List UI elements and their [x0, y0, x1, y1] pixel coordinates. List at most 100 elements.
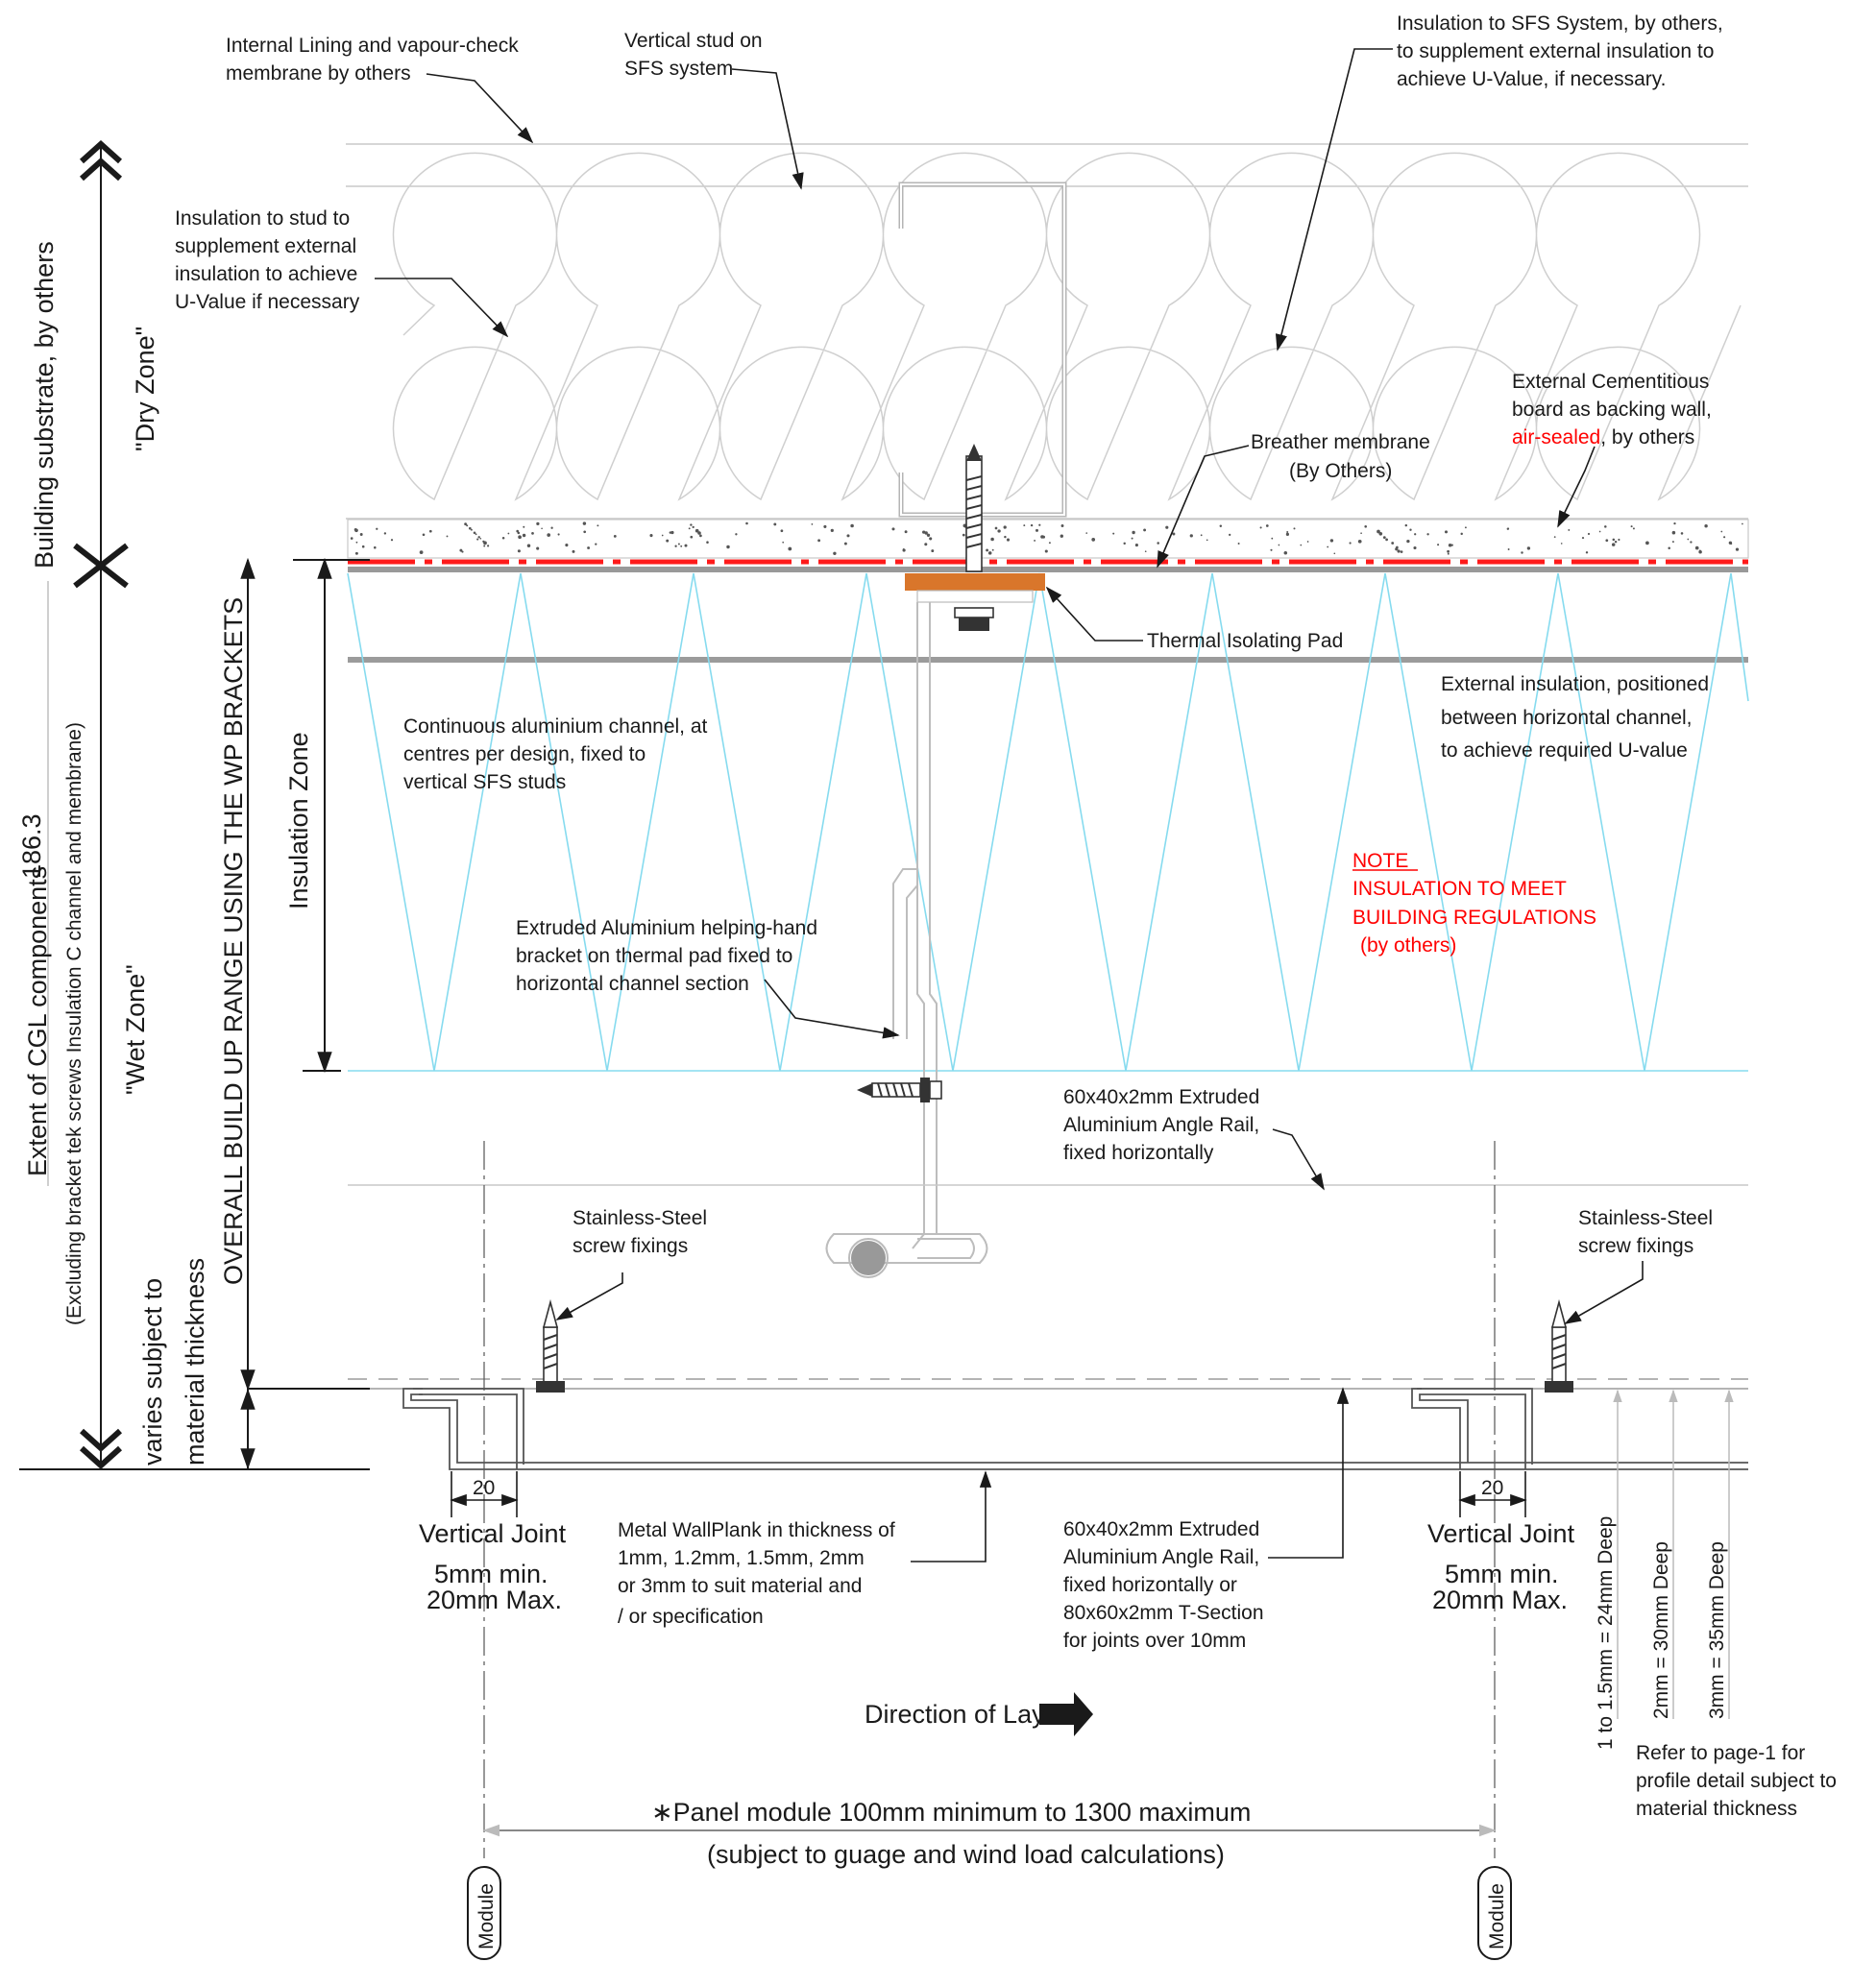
board-speckle	[1237, 542, 1240, 545]
joint-dim-left: 20	[473, 1477, 495, 1499]
board-speckle	[470, 528, 473, 531]
board-speckle	[1611, 543, 1616, 546]
insulation-zone-label: Insulation Zone	[284, 732, 313, 909]
board-speckle	[487, 545, 490, 547]
board-speckle	[994, 526, 998, 530]
board-speckle	[518, 535, 522, 540]
channel-label-1: Continuous aluminium channel, at	[403, 715, 708, 738]
board-speckle	[1327, 545, 1329, 548]
board-speckle	[354, 551, 358, 555]
board-speckle	[1612, 538, 1616, 542]
board-speckle	[531, 532, 534, 535]
extent-dimension-value: 186.3	[17, 813, 46, 879]
rail2-label-3: fixed horizontally or	[1063, 1574, 1237, 1596]
board-speckle	[1091, 538, 1096, 542]
board-speckle	[374, 545, 377, 549]
board-speckle	[483, 541, 487, 545]
rail-fixing-circle	[851, 1241, 886, 1275]
board-speckle	[692, 525, 694, 529]
building-substrate-label: Building substrate, by others	[30, 241, 59, 569]
board-speckle	[697, 531, 701, 535]
board-speckle	[483, 545, 486, 547]
stud-insulation-label-1: Insulation to stud to	[175, 207, 350, 230]
varies-label-1: varies subject to	[138, 1278, 167, 1465]
board-speckle	[501, 537, 505, 540]
board-speckle	[1668, 546, 1670, 549]
board-speckle	[1460, 532, 1463, 536]
board-speckle	[706, 541, 709, 544]
board-speckle	[1038, 523, 1041, 526]
vj-right-title: Vertical Joint	[1427, 1519, 1575, 1548]
board-speckle	[677, 543, 680, 545]
board-speckle	[669, 531, 672, 534]
board-speckle	[557, 533, 560, 536]
board-speckle	[1406, 539, 1410, 544]
ext-insulation-label-3: to achieve required U-value	[1441, 739, 1688, 762]
board-speckle	[811, 523, 814, 525]
board-speckle	[1464, 526, 1467, 529]
board-speckle	[476, 538, 479, 541]
board-speckle	[1581, 537, 1585, 540]
rail-label-1: 60x40x2mm Extruded	[1063, 1086, 1259, 1108]
board-speckle	[1271, 537, 1274, 540]
board-speckle	[582, 521, 587, 525]
board-speckle	[1157, 542, 1159, 545]
vj-left-max: 20mm Max.	[426, 1586, 562, 1614]
board-speckle	[361, 545, 365, 548]
board-speckle	[1587, 532, 1591, 536]
board-speckle	[694, 528, 699, 533]
depth-dimension-lines	[1613, 1389, 1734, 1719]
board-speckle	[690, 535, 694, 539]
board-speckle	[990, 537, 994, 542]
module-tag-right-text: Module	[1486, 1883, 1508, 1950]
board-speckle	[962, 533, 965, 537]
board-speckle	[1414, 533, 1417, 536]
board-speckle	[666, 539, 670, 543]
board-speckle	[359, 533, 363, 536]
board-speckle	[597, 524, 599, 527]
refer-label-1: Refer to page-1 for	[1636, 1742, 1805, 1764]
rail-label-3: fixed horizontally	[1063, 1142, 1214, 1164]
ext-board-label-2: board as backing wall,	[1512, 399, 1712, 421]
ext-insulation-label-2: between horizontal channel,	[1441, 707, 1693, 729]
board-speckle	[536, 521, 540, 526]
board-speckle	[1553, 536, 1556, 538]
bracket-label-1: Extruded Aluminium helping-hand	[516, 917, 817, 939]
board-speckle	[1283, 550, 1288, 555]
board-speckle	[350, 537, 353, 540]
module-tag-left	[467, 1866, 501, 1960]
board-speckle	[461, 550, 464, 553]
bracket-side-screw	[857, 1078, 942, 1102]
board-speckle	[1391, 542, 1395, 545]
board-speckle	[1568, 528, 1571, 531]
vj-left-min: 5mm min.	[434, 1560, 548, 1588]
tek-screw-top	[954, 444, 994, 631]
board-speckle	[1172, 532, 1176, 536]
board-speckle	[1165, 525, 1169, 529]
board-speckle	[1735, 547, 1740, 551]
board-speckle	[1085, 532, 1088, 534]
plank-label-1: Metal WallPlank in thickness of	[618, 1519, 895, 1541]
board-speckle	[1044, 549, 1048, 553]
stud-label-1: Vertical stud on	[624, 30, 763, 52]
board-speckle	[830, 528, 834, 533]
board-speckle	[1526, 546, 1531, 550]
plank-label-3: or 3mm to suit material and	[618, 1575, 862, 1597]
board-speckle	[1123, 542, 1126, 545]
rail2-label-2: Aluminium Angle Rail,	[1063, 1546, 1259, 1568]
board-speckle	[1357, 539, 1362, 544]
board-speckle	[817, 539, 821, 543]
helping-hand-bracket	[825, 602, 988, 1264]
wallplank-panels	[348, 1378, 1748, 1470]
board-speckle	[536, 546, 540, 550]
board-speckle	[523, 525, 525, 528]
screw-label-left-2: screw fixings	[573, 1235, 688, 1257]
board-speckle	[1404, 523, 1408, 527]
board-speckle	[565, 544, 569, 547]
board-speckle	[1698, 549, 1701, 552]
board-speckle	[1377, 529, 1380, 534]
joint-dimensions	[450, 1471, 1527, 1517]
stud-insulation-label-2: supplement external	[175, 235, 356, 257]
board-speckle	[459, 548, 463, 552]
board-speckle	[475, 533, 477, 536]
